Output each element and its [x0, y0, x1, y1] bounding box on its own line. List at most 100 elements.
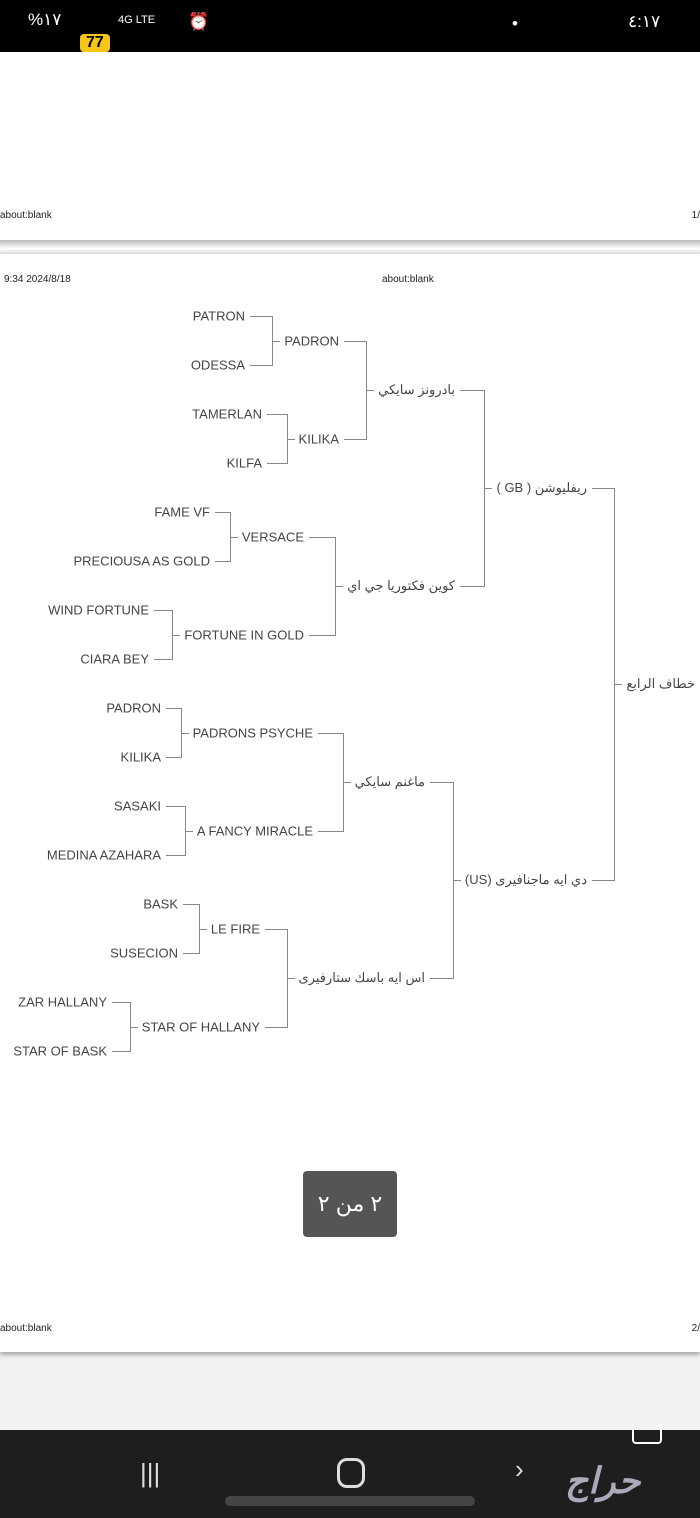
print-page-1: about:blank 1/ — [0, 52, 700, 240]
connector-line — [272, 340, 281, 342]
connector-line — [215, 561, 230, 562]
alarm-icon: ⏰ — [188, 12, 210, 31]
clock: ٤:١٧ — [628, 12, 661, 31]
page-footer-url: about:blank — [0, 1323, 52, 1334]
connector-line — [344, 340, 367, 342]
page-number: 2/ — [691, 1323, 700, 1334]
ancestor-gen4: PRECIOUSA AS GOLD — [73, 553, 210, 569]
connector-line — [366, 389, 375, 391]
ancestor-gen3: VERSACE — [241, 529, 304, 544]
ancestor-gen4: FAME VF — [154, 504, 210, 520]
navigation-bar: ||| › حراج — [0, 1424, 700, 1518]
haraj-watermark: حراج — [565, 1460, 641, 1501]
connector-line — [166, 757, 181, 758]
page-number: 1/ — [691, 210, 700, 221]
ancestor-gen3: LE FIRE — [210, 921, 260, 936]
ancestor-gen3: STAR OF HALLANY — [141, 1019, 260, 1034]
page-header-url: about:blank — [382, 274, 434, 285]
network-indicator: 4G LTE — [118, 14, 156, 26]
connector-line — [166, 708, 181, 709]
connector-line — [460, 389, 485, 391]
ancestor-gen2: ماغنم سايكي — [354, 773, 425, 789]
ancestor-gen3: A FANCY MIRACLE — [196, 823, 313, 838]
ancestor-gen3: PADRONS PSYCHE — [192, 725, 313, 740]
connector-line — [215, 512, 230, 513]
connector-line — [430, 977, 453, 979]
ancestor-gen4: ZAR HALLANY — [18, 994, 107, 1010]
battery-text: %١٧ — [28, 10, 62, 29]
ancestor-gen4: MEDINA AZAHARA — [46, 847, 161, 863]
connector-line — [286, 977, 295, 979]
page-footer-url: about:blank — [0, 210, 52, 221]
home-button[interactable] — [337, 1458, 365, 1488]
connector-line — [318, 830, 343, 832]
connector-line — [286, 438, 295, 440]
connector-line — [166, 806, 185, 807]
connector-line — [250, 365, 273, 366]
ancestor-gen4: BASK — [143, 896, 178, 912]
connector-line — [180, 732, 189, 734]
page-separator — [0, 240, 700, 254]
ancestor-gen4: KILFA — [226, 455, 262, 471]
connector-line — [430, 781, 453, 783]
ancestor-gen4: KILIKA — [120, 749, 161, 765]
ancestor-gen2: كوين فكتوريا جي اي — [347, 577, 455, 593]
horse-name: خطاف الرابع — [626, 675, 695, 691]
connector-line — [129, 1026, 138, 1028]
connector-line — [460, 585, 485, 587]
connector-line — [154, 610, 173, 611]
notification-badge: 77 — [80, 34, 110, 52]
ancestor-gen3: PADRON — [284, 333, 339, 348]
connector-line — [250, 316, 273, 317]
ancestor-gen4: SUSECION — [110, 945, 178, 961]
connector-line — [267, 414, 287, 415]
connector-line — [452, 879, 461, 881]
connector-line — [265, 928, 287, 930]
ancestor-gen2: بادرونز سايكي — [378, 381, 455, 397]
ancestor-gen4: TAMERLAN — [192, 406, 262, 422]
dot-icon: • — [512, 14, 518, 33]
connector-line — [484, 487, 493, 489]
ancestor-gen3: FORTUNE IN GOLD — [184, 627, 304, 642]
ancestor-gen3: KILIKA — [298, 431, 339, 446]
back-button[interactable]: › — [515, 1454, 524, 1484]
connector-line — [344, 438, 367, 440]
ancestor-gen2: اس ايه باسك ستارفيرى — [298, 969, 425, 985]
connector-line — [592, 879, 615, 881]
connector-line — [198, 928, 207, 930]
print-page-2: 9:34 2024/8/18 about:blank about:blank 2… — [0, 254, 700, 1352]
connector-line — [184, 830, 193, 832]
ancestor-gen4: STAR OF BASK — [13, 1043, 107, 1059]
connector-line — [309, 634, 336, 636]
connector-line — [309, 536, 336, 538]
connector-line — [172, 634, 181, 636]
dam: دي ايه ماجنافيرى (US) — [464, 871, 587, 887]
ancestor-gen4: WIND FORTUNE — [48, 602, 149, 618]
connector-line — [112, 1002, 130, 1003]
connector-line — [166, 855, 185, 856]
page-header-datetime: 9:34 2024/8/18 — [4, 274, 71, 285]
page-indicator-toast: ٢ من ٢ — [303, 1171, 397, 1237]
connector-line — [154, 659, 173, 660]
gesture-handle[interactable] — [225, 1496, 475, 1506]
recent-apps-button[interactable]: ||| — [140, 1458, 161, 1488]
ancestor-gen4: PADRON — [106, 700, 161, 716]
pedigree-tree: PATRON ODESSA TAMERLAN KILFA FAME VF PRECIOUS… — [13, 308, 695, 1059]
connector-line — [267, 463, 287, 464]
connector-line — [342, 781, 351, 783]
connector-line — [614, 683, 623, 685]
sire: ريفليوشن ( GB ) — [496, 479, 587, 495]
connector-line — [265, 1026, 287, 1028]
ancestor-gen4: PATRON — [192, 308, 245, 324]
connector-line — [318, 732, 343, 734]
status-bar: %١٧ 4G LTE ⏰ 77 • ٤:١٧ — [0, 0, 700, 52]
expand-icon[interactable] — [632, 1424, 662, 1444]
connector-line — [592, 487, 615, 489]
connector-line — [335, 585, 344, 587]
connector-line — [112, 1051, 130, 1052]
ancestor-gen4: ODESSA — [190, 357, 245, 373]
connector-line — [183, 953, 199, 954]
ancestor-gen4: CIARA BEY — [80, 651, 149, 667]
connector-line — [229, 536, 238, 538]
connector-line — [183, 904, 199, 905]
